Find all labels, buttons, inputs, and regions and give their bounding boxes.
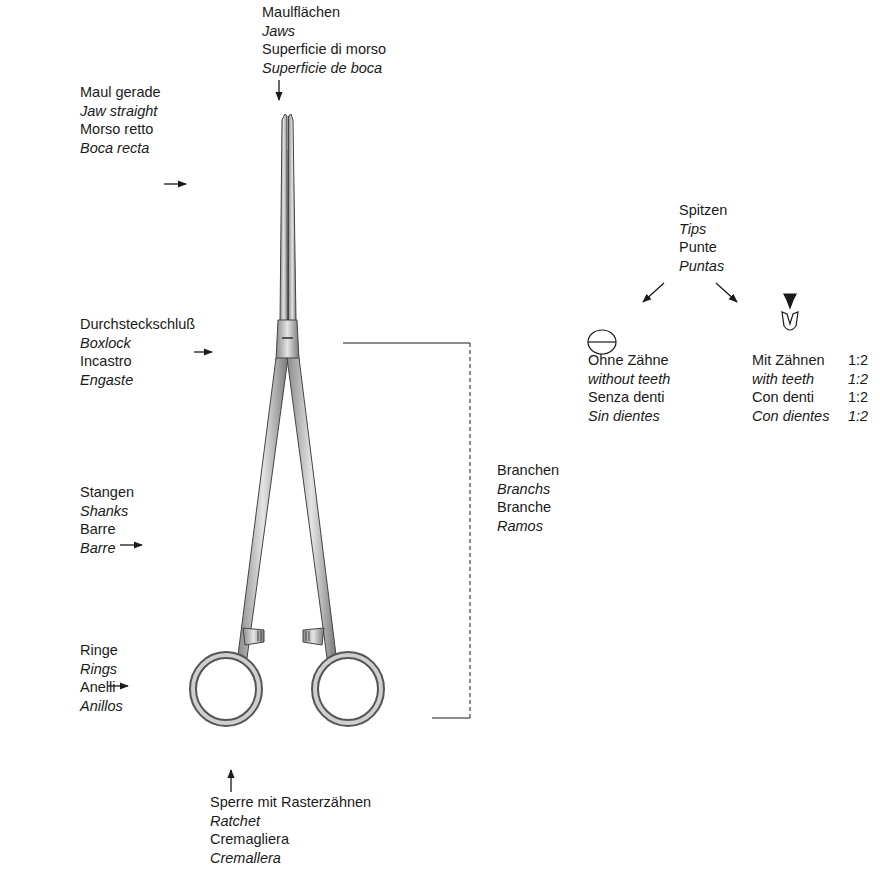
part-label: Puntas (679, 258, 724, 275)
scale-ratio: 1:2 (848, 408, 868, 425)
part-label: Boxlock (80, 335, 131, 352)
jaw-gap (287, 150, 288, 318)
part-label: Superficie di morso (262, 41, 386, 58)
part-label: Senza denti (588, 389, 665, 406)
leader-arrow (716, 283, 737, 302)
part-label: Maulflächen (262, 4, 340, 21)
part-label: Boca recta (80, 140, 149, 157)
part-label: Jaws (262, 23, 295, 40)
shank-right (287, 358, 336, 658)
part-label: Ringe (80, 642, 118, 659)
part-label: Engaste (80, 372, 133, 389)
branch-bracket (343, 343, 470, 718)
part-label: Ohne Zähne (588, 352, 669, 369)
part-label: Shanks (80, 503, 128, 520)
part-label: with teeth (752, 371, 814, 388)
forceps (238, 114, 336, 658)
part-label: Stangen (80, 484, 134, 501)
part-label: Superficie de boca (262, 60, 382, 77)
leader-arrow (164, 183, 186, 184)
part-label: Branchs (497, 481, 550, 498)
scale-ratio: 1:2 (848, 352, 868, 369)
ring-left (193, 655, 259, 723)
part-label: Anelli (80, 679, 115, 696)
part-label: Barre (80, 540, 115, 557)
tip-without-teeth-symbol (588, 330, 616, 354)
part-label: Maul gerade (80, 84, 161, 101)
leader-arrow (194, 351, 212, 352)
part-label: Con denti (752, 389, 814, 406)
ratchet-teeth (258, 631, 309, 641)
ring-left-shine (193, 655, 259, 723)
leader-arrow (643, 283, 664, 302)
tip-with-teeth-symbol (782, 294, 798, 330)
part-label: Mit Zähnen (752, 352, 825, 369)
shank-left (238, 358, 288, 658)
ring-right-shine (315, 655, 381, 723)
ring-right (315, 655, 381, 723)
part-label: Cremagliera (210, 831, 289, 848)
leader-arrow (278, 80, 279, 100)
part-label: Con dientes (752, 408, 829, 425)
boxlock-slot (282, 337, 293, 339)
part-label: Durchsteckschluß (80, 316, 195, 333)
leader-arrows (108, 80, 737, 792)
part-label: Branchen (497, 462, 559, 479)
part-label: Incastro (80, 353, 132, 370)
part-label: Tips (679, 221, 706, 238)
part-label: Spitzen (679, 202, 727, 219)
part-label: Anillos (80, 698, 123, 715)
part-label: Sperre mit Rasterzähnen (210, 794, 371, 811)
part-label: Jaw straight (80, 103, 157, 120)
scale-ratio: 1:2 (848, 371, 868, 388)
scale-ratio: 1:2 (848, 389, 868, 406)
part-label: Rings (80, 661, 117, 678)
part-label: Punte (679, 239, 717, 256)
part-label: Morso retto (80, 121, 153, 138)
part-label: Cremallera (210, 850, 281, 867)
jaw-left (280, 114, 288, 322)
part-label: Ratchet (210, 813, 260, 830)
boxlock (276, 320, 299, 360)
part-label: Sin dientes (588, 408, 660, 425)
leader-arrow (120, 544, 142, 545)
leader-arrow (230, 770, 231, 792)
part-label: without teeth (588, 371, 670, 388)
part-label: Ramos (497, 518, 543, 535)
jaw-right (289, 114, 297, 322)
part-label: Branche (497, 499, 551, 516)
part-label: Barre (80, 521, 115, 538)
